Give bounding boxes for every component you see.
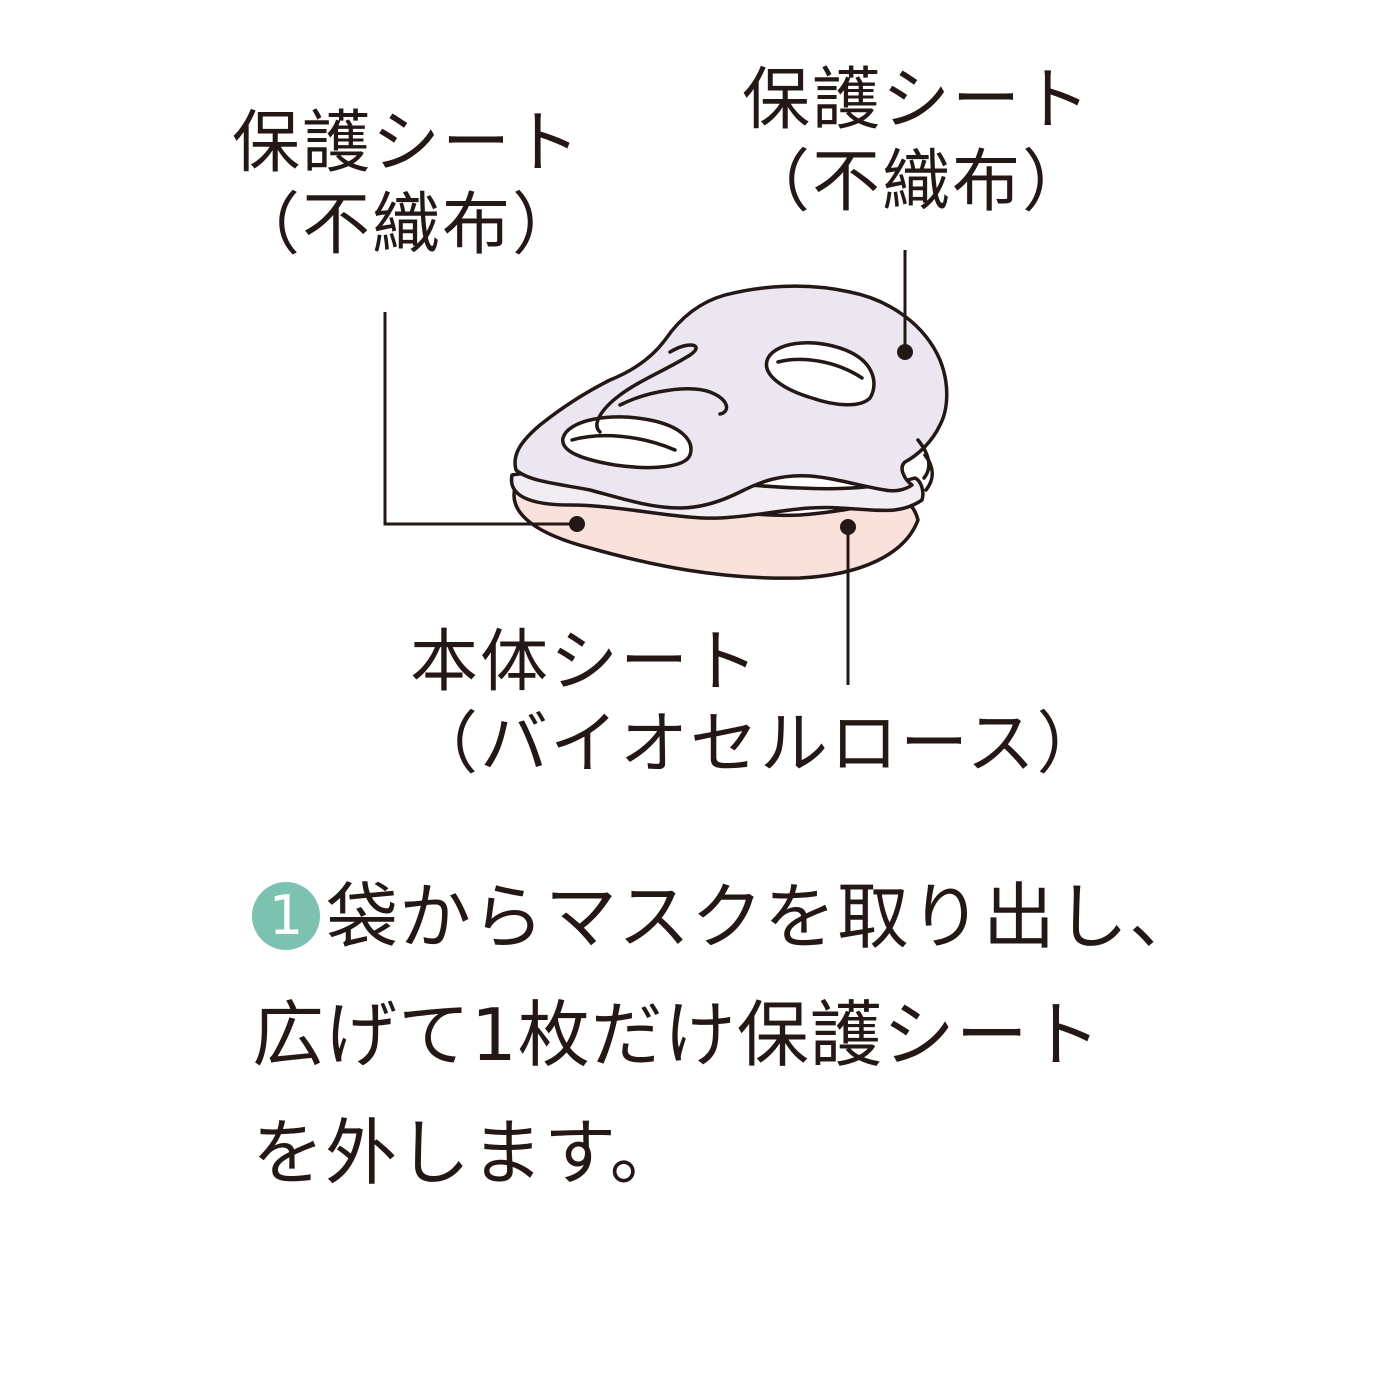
marker-dot-body — [840, 519, 856, 535]
step-number-badge: 1 — [252, 882, 320, 950]
label-line: 保護シート — [232, 104, 583, 183]
label-body-sheet: 本体シート （バイオセルロース） — [410, 622, 1107, 786]
label-protective-sheet-left: 保護シート （不織布） — [232, 103, 582, 267]
label-line: （不織布） — [232, 186, 583, 265]
label-line: 本体シート — [410, 623, 761, 702]
instruction-line-3: を外します。 — [252, 1111, 683, 1195]
upper-protective-sheet — [513, 284, 949, 510]
label-line: （バイオセルロース） — [410, 705, 1107, 784]
leader-line-left — [383, 312, 576, 526]
label-line: 保護シート — [742, 61, 1093, 140]
marker-dot-left — [569, 516, 585, 532]
label-line: （不織布） — [742, 143, 1093, 222]
instruction-line-2: 広げて1枚だけ保護シート — [252, 993, 1102, 1077]
marker-dot-right — [897, 344, 913, 360]
label-protective-sheet-right: 保護シート （不織布） — [742, 60, 1092, 224]
instruction-line-text: 袋からマスクを取り出し、 — [326, 875, 1203, 959]
eye-hole-left — [561, 415, 693, 470]
